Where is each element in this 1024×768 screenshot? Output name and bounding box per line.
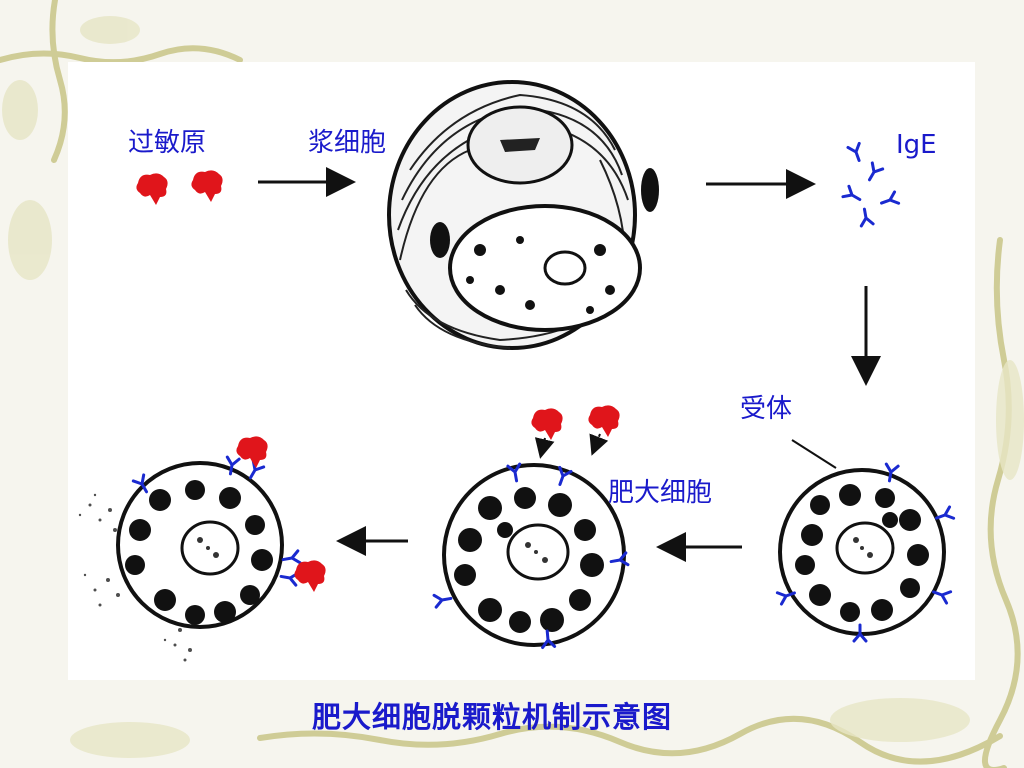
mast-cell-right: [775, 439, 956, 643]
label-mast-cell: 肥大细胞: [608, 478, 713, 508]
label-plasma-cell: 浆细胞: [308, 128, 387, 158]
free-ige-antibodies: [841, 141, 901, 228]
mast-cell-degranulating: [78, 436, 326, 662]
label-ige: IgE: [896, 130, 937, 160]
allergen-particle-1: [136, 173, 168, 205]
plasma-cell: [387, 80, 659, 350]
allergen-particle-2: [191, 170, 223, 202]
label-receptor: 受体: [740, 394, 793, 424]
label-allergen: 过敏原: [128, 128, 207, 158]
mast-cell-middle: [432, 405, 630, 649]
diagram-caption: 肥大细胞脱颗粒机制示意图: [312, 700, 673, 734]
